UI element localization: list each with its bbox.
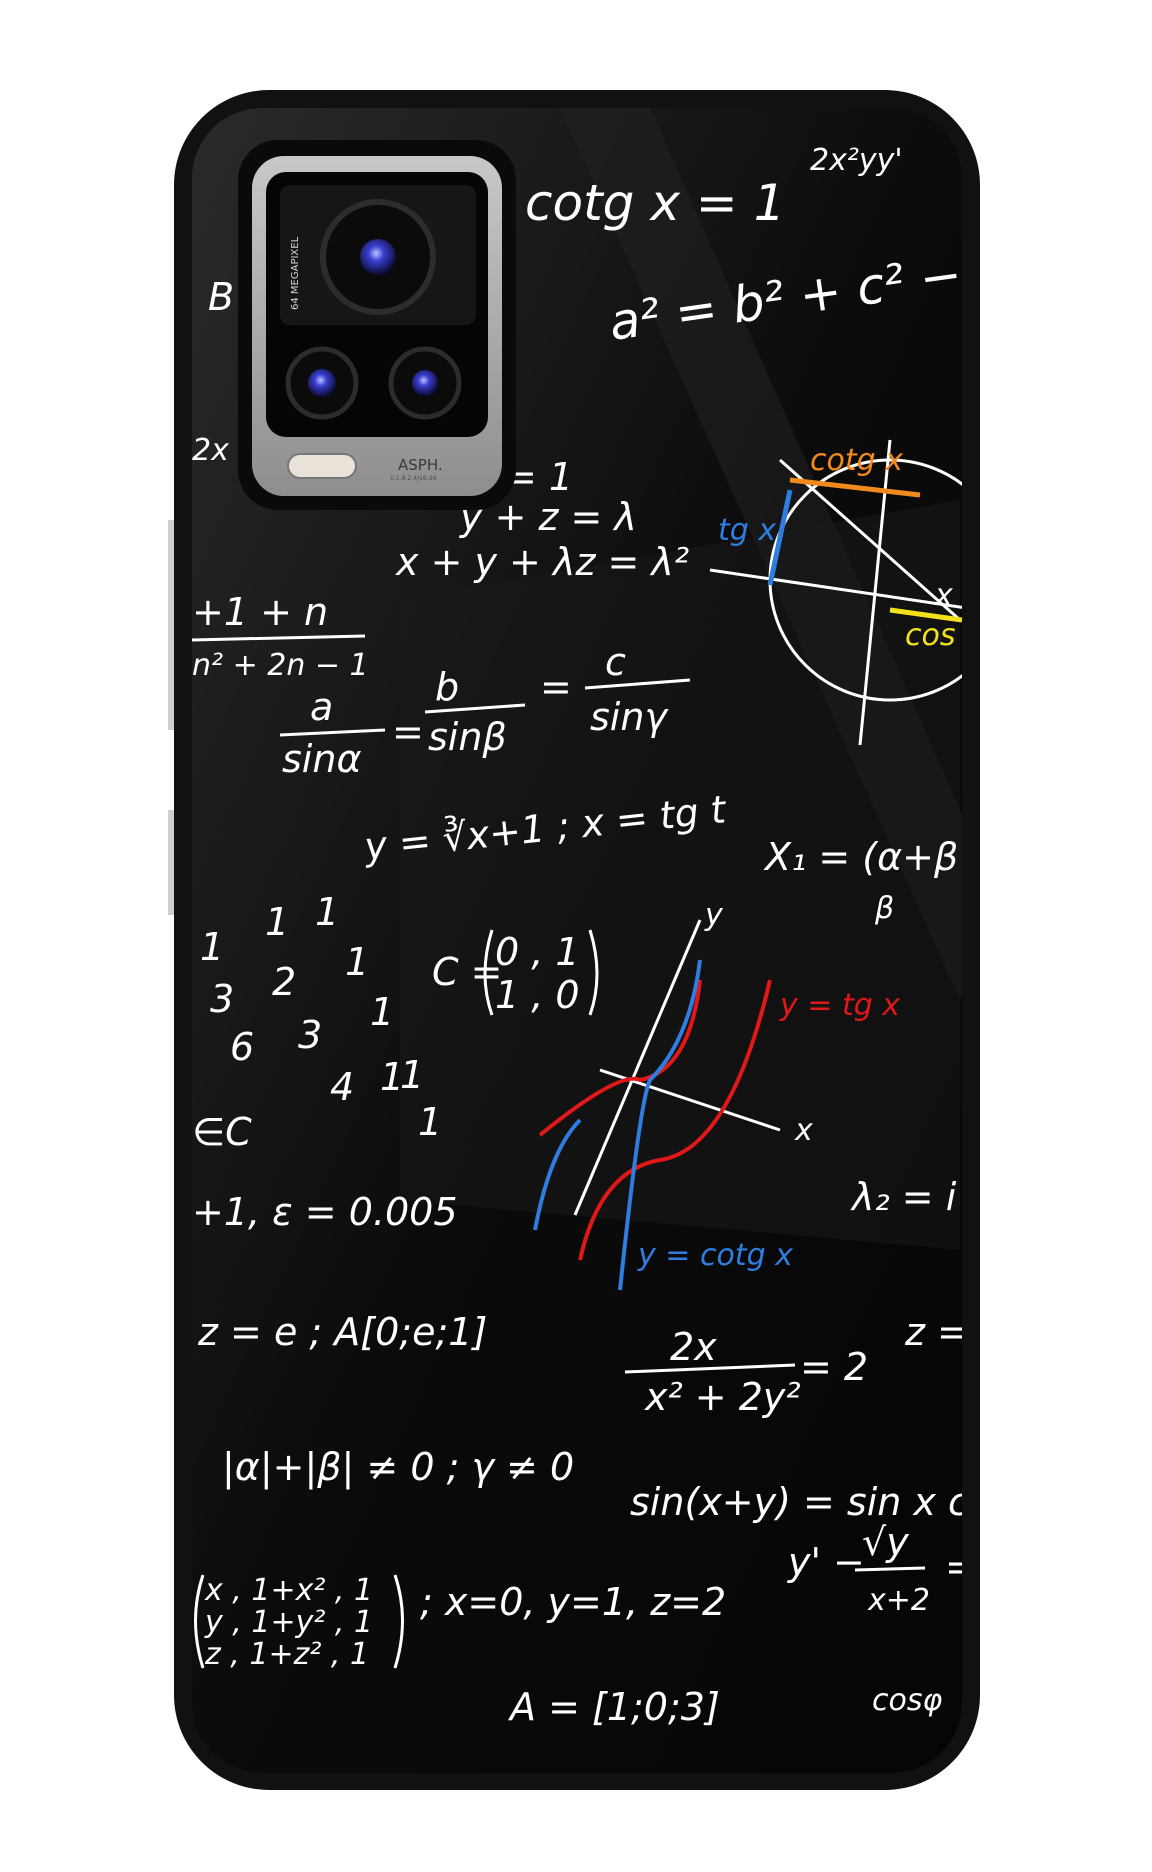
fraction-bar — [584, 678, 691, 690]
megapixel-label: 64 MEGAPIXEL — [290, 236, 301, 310]
formula: y — [704, 898, 724, 933]
circle-axis — [709, 568, 962, 612]
formula: z = — [904, 1310, 969, 1354]
formula: A = [1;0;3] — [507, 1685, 720, 1729]
formula: sin(x+y) = sin x cos — [630, 1480, 1012, 1524]
formula: cos x — [905, 618, 983, 653]
cotg-line — [789, 477, 921, 498]
formula: c — [605, 640, 626, 684]
formula: 2x²yy' — [810, 143, 903, 178]
formula: x² + 2y² — [644, 1375, 801, 1419]
lens-brand: ASPH. — [398, 456, 443, 474]
formula: 1 , 0 — [495, 973, 580, 1017]
formula: ∈C — [192, 1110, 252, 1154]
cotg-curve — [533, 1118, 582, 1231]
number: 1 — [380, 1055, 404, 1099]
formula: a — [310, 685, 333, 729]
number: 1 — [400, 1053, 424, 1097]
graph-axis-y — [573, 919, 702, 1216]
formula: 2x — [192, 433, 229, 468]
formula: = 1 — [505, 455, 573, 499]
formula: |α|+|β| ≠ 0 ; γ ≠ 0 — [222, 1445, 574, 1490]
formula: cotg x — [810, 443, 903, 478]
formula: = 2 — [800, 1345, 868, 1389]
cotg-curve — [618, 959, 702, 1291]
formula: +1, ε = 0.005 — [192, 1190, 458, 1234]
formula: n² + 2n − 1 — [192, 648, 369, 683]
formula: z = e ; A[0;e;1] — [197, 1310, 487, 1354]
formula: = — [392, 710, 424, 754]
number: 1 — [315, 890, 339, 934]
number: 1 — [370, 990, 394, 1034]
formula: +1 + n — [192, 590, 328, 634]
formula: λ₂ = i — [850, 1175, 957, 1219]
formula: y = cotg x — [637, 1238, 793, 1273]
formula: cotg x = 1 — [525, 174, 785, 232]
number: 1 — [200, 925, 224, 969]
formula: B — [208, 275, 234, 319]
formula: x — [934, 578, 953, 613]
number: 3 — [210, 977, 234, 1021]
formula: sinγ — [590, 695, 669, 739]
lens-spec: 1:1.8-2.4/16-26 — [390, 475, 437, 482]
number: 1 — [418, 1100, 442, 1144]
fraction-bar — [192, 634, 366, 642]
reflection — [400, 500, 960, 1250]
tg-curve — [538, 979, 702, 1137]
number-cluster: 1 1 1 1 2 1 3 1 6 3 4 1 1 — [200, 890, 442, 1144]
formula: sinβ — [428, 715, 507, 759]
number: 3 — [298, 1013, 322, 1057]
bracket — [194, 1574, 404, 1669]
formula: 2x — [670, 1325, 717, 1369]
formula: y , 1+y² , 1 — [204, 1605, 373, 1640]
cos-line — [889, 607, 962, 623]
formula: = — [945, 1545, 977, 1589]
number: 1 — [265, 900, 289, 944]
formula: b — [435, 665, 459, 709]
camera-module: 64 MEGAPIXEL ASPH. 1:1.8-2.4/16-26 — [238, 140, 516, 510]
formula: X₁ = (α+β+ — [763, 835, 990, 879]
formula: x , 1+x² , 1 — [204, 1573, 373, 1608]
formula: C = — [432, 950, 502, 994]
number: 6 — [230, 1025, 254, 1069]
formula: x + y + λz = λ² — [395, 540, 689, 584]
fraction-bar — [854, 1566, 926, 1572]
formula: ; x=0, y=1, z=2 — [420, 1580, 726, 1624]
flash — [287, 453, 357, 479]
formula: √y — [862, 1520, 909, 1564]
formula: 0 , 1 — [495, 930, 580, 974]
side-button — [168, 520, 174, 730]
tg-line — [767, 489, 793, 586]
formula: β — [874, 891, 894, 926]
fraction-bar — [279, 728, 386, 737]
formula: x+2 — [867, 1583, 930, 1618]
tg-curve — [578, 979, 772, 1261]
number: 4 — [330, 1065, 354, 1109]
formula: tg x — [718, 513, 776, 548]
formula: y = tg x — [779, 988, 900, 1023]
fraction-bar — [624, 1363, 796, 1374]
formula: x — [794, 1113, 813, 1148]
formula: z , 1+z² , 1 — [204, 1637, 369, 1672]
formula: cosφ — [872, 1683, 942, 1718]
formula: = — [540, 665, 572, 709]
fraction-bar — [424, 703, 526, 714]
side-button — [168, 810, 174, 915]
bracket — [483, 929, 599, 1016]
number: 2 — [272, 960, 296, 1004]
formula: y' − — [787, 1540, 865, 1584]
formula: sinα — [282, 737, 362, 781]
circle-radius — [779, 458, 961, 622]
number: 1 — [345, 940, 369, 984]
